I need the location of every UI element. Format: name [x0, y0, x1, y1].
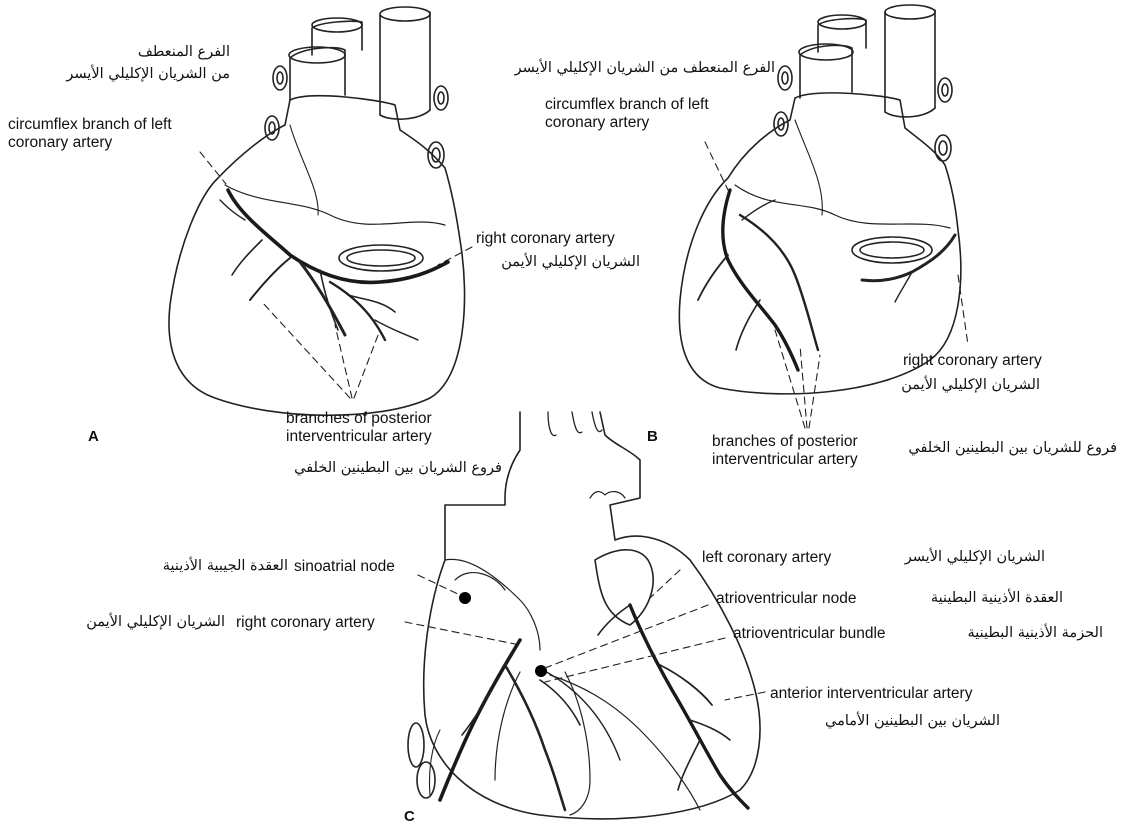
a-circumflex-label-en-2: coronary artery — [8, 134, 112, 151]
c-right-coronary-label-en: right coronary artery — [236, 614, 375, 631]
b-right-coronary-label-en: right coronary artery — [903, 352, 1042, 369]
heart-b-arteries — [698, 190, 955, 370]
panel-label-a: A — [88, 428, 99, 445]
c-anterior-interventricular-label-ar: الشريان بين البطينين الأمامي — [790, 713, 1000, 730]
a-posterior-branches-label-en-2: interventricular artery — [286, 428, 432, 445]
c-av-bundle-label-ar: الحزمة الأذينية البطينية — [928, 625, 1103, 642]
a-right-coronary-label-en: right coronary artery — [476, 230, 615, 247]
c-right-coronary-label-ar: الشريان الإكليلي الأيمن — [40, 614, 225, 631]
a-right-coronary-label-ar: الشريان الإكليلي الأيمن — [470, 254, 640, 271]
c-anterior-interventricular-label-en: anterior interventricular artery — [770, 685, 972, 702]
a-circumflex-label-ar-2: من الشريان الإكليلي الأيسر — [10, 66, 230, 83]
b-circumflex-label-en-2: coronary artery — [545, 114, 649, 131]
c-av-node-label-en: atrioventricular node — [716, 590, 856, 607]
heart-a-arteries — [220, 190, 448, 340]
b-right-coronary-label-ar: الشريان الإكليلي الأيمن — [880, 377, 1040, 394]
c-left-coronary-label-en: left coronary artery — [702, 549, 831, 566]
panel-label-b: B — [647, 428, 658, 445]
b-circumflex-label-en-1: circumflex branch of left — [545, 96, 709, 113]
b-posterior-branches-label-en-2: interventricular artery — [712, 451, 858, 468]
b-posterior-branches-label-en-1: branches of posterior — [712, 433, 858, 450]
a-circumflex-label-en-1: circumflex branch of left — [8, 116, 172, 133]
heart-c-nodes — [459, 592, 547, 677]
b-circumflex-label-ar: الفرع المنعطف من الشريان الإكليلي الأيسر — [470, 60, 775, 77]
heart-a-outline — [169, 96, 465, 416]
heart-b-outline — [679, 93, 960, 394]
a-posterior-branches-label-ar: فروع الشريان بين البطينين الخلفي — [240, 460, 502, 477]
heart-a-vessels — [265, 7, 448, 271]
c-sinoatrial-label-en: sinoatrial node — [294, 558, 395, 575]
a-circumflex-label-ar-1: الفرع المنعطف — [40, 44, 230, 61]
heart-a-leaders — [200, 152, 472, 398]
panel-label-c: C — [404, 808, 415, 825]
heart-c-arteries — [440, 605, 748, 810]
c-av-bundle-label-en: atrioventricular bundle — [733, 625, 886, 642]
c-av-node-label-ar: العقدة الأذينية البطينية — [893, 590, 1063, 607]
c-left-coronary-label-ar: الشريان الإكليلي الأيسر — [860, 549, 1045, 566]
c-sinoatrial-label-ar: العقدة الجيبية الأذينية — [118, 558, 288, 575]
b-posterior-branches-label-ar: فروع للشريان بين البطينين الخلفي — [855, 440, 1117, 457]
a-posterior-branches-label-en-1: branches of posterior — [286, 410, 432, 427]
